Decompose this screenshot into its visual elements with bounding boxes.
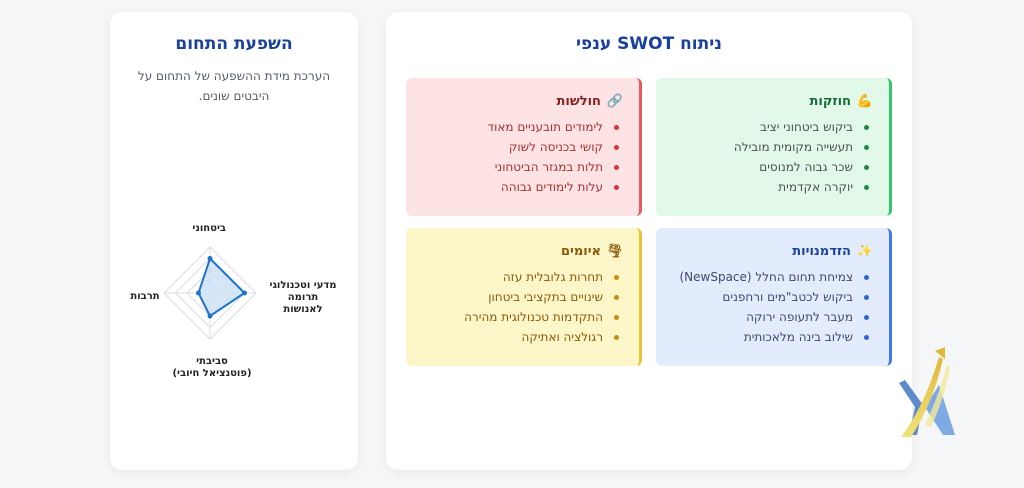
weaknesses-header: 🔗 חולשות	[418, 94, 623, 109]
flexed-bicep-icon: 💪	[856, 94, 873, 109]
list-item: תחרות גלובלית עזה	[418, 267, 623, 287]
threats-title: איומים	[560, 244, 601, 259]
axis-label-environment: סביבתי (פוטנציאל חיובי)	[172, 356, 252, 380]
axis-label-environment-text: סביבתי (פוטנציאל חיובי)	[172, 356, 252, 379]
radar-point	[242, 290, 247, 296]
list-item: מעבר לתעופה ירוקה	[668, 307, 873, 327]
impact-title: השפעת התחום	[175, 34, 293, 54]
axis-label-security: ביטחוני	[192, 223, 226, 234]
radar-points	[196, 256, 247, 319]
threats-header: 🌪 איומים	[418, 244, 623, 259]
radar-svg: 123	[163, 246, 257, 340]
axis-label-science-text: מדעי וטכנולוגי תרומה לאנושות	[269, 280, 337, 315]
weaknesses-title: חולשות	[556, 94, 601, 109]
opportunities-header: ✨ הזדמנויות	[668, 244, 873, 259]
list-item: תלות במגזר הביטחוני	[418, 157, 623, 177]
threats-list: תחרות גלובלית עזה שינויים בתקציבי ביטחון…	[418, 267, 623, 347]
impact-description: הערכת מידת ההשפעה של התחום על היבטים שונ…	[137, 69, 331, 103]
swot-opportunities-box: ✨ הזדמנויות צמיחת תחום החלל (NewSpace) ב…	[656, 228, 892, 366]
list-item: ביקוש לכטב"מים ורחפנים	[668, 287, 873, 307]
list-item: לימודים תובעניים מאוד	[418, 117, 623, 137]
sparkles-icon: ✨	[856, 244, 873, 259]
strengths-list: ביקוש ביטחוני יציב תעשייה מקומית מובילה …	[668, 117, 873, 197]
swot-title: ניתוח SWOT ענפי	[576, 34, 722, 54]
radar-point	[207, 313, 213, 319]
opportunities-list: צמיחת תחום החלל (NewSpace) ביקוש לכטב"מי…	[668, 267, 873, 347]
list-item: שכר גבוה למנוסים	[668, 157, 873, 177]
list-item: שילוב בינה מלאכותית	[668, 327, 873, 347]
swot-card: ניתוח SWOT ענפי 💪 חוזקות ביקוש ביטחוני י…	[386, 12, 912, 470]
radar-point	[207, 256, 213, 261]
list-item: רגולציה ואתיקה	[418, 327, 623, 347]
swot-threats-box: 🌪 איומים תחרות גלובלית עזה שינויים בתקצי…	[406, 228, 642, 366]
swot-weaknesses-box: 🔗 חולשות לימודים תובעניים מאוד קושי בכני…	[406, 78, 642, 216]
list-item: יוקרה אקדמית	[668, 177, 873, 197]
list-item: התקדמות טכנולוגית מהירה	[418, 307, 623, 327]
radar-chart: 123 ביטחוני מדעי וטכנולוגי תרומה לאנושות…	[110, 207, 358, 387]
axis-label-culture: תרבות	[130, 291, 160, 302]
tornado-icon: 🌪	[606, 244, 623, 259]
opportunities-title: הזדמנויות	[792, 244, 851, 259]
list-item: עלות לימודים גבוהה	[418, 177, 623, 197]
list-item: קושי בכניסה לשוק	[418, 137, 623, 157]
radar-point	[196, 290, 201, 296]
list-item: תעשייה מקומית מובילה	[668, 137, 873, 157]
radar-data-polygon	[197, 256, 247, 318]
swot-strengths-box: 💪 חוזקות ביקוש ביטחוני יציב תעשייה מקומי…	[656, 78, 892, 216]
weaknesses-list: לימודים תובעניים מאוד קושי בכניסה לשוק ת…	[418, 117, 623, 197]
list-item: צמיחת תחום החלל (NewSpace)	[668, 267, 873, 287]
list-item: ביקוש ביטחוני יציב	[668, 117, 873, 137]
brand-logo	[899, 347, 955, 437]
strengths-header: 💪 חוזקות	[668, 94, 873, 109]
broken-link-icon: 🔗	[606, 94, 623, 109]
list-item: שינויים בתקציבי ביטחון	[418, 287, 623, 307]
axis-label-science: מדעי וטכנולוגי תרומה לאנושות	[268, 280, 338, 316]
impact-card: השפעת התחום הערכת מידת ההשפעה של התחום ע…	[110, 12, 358, 470]
strengths-title: חוזקות	[809, 94, 851, 109]
